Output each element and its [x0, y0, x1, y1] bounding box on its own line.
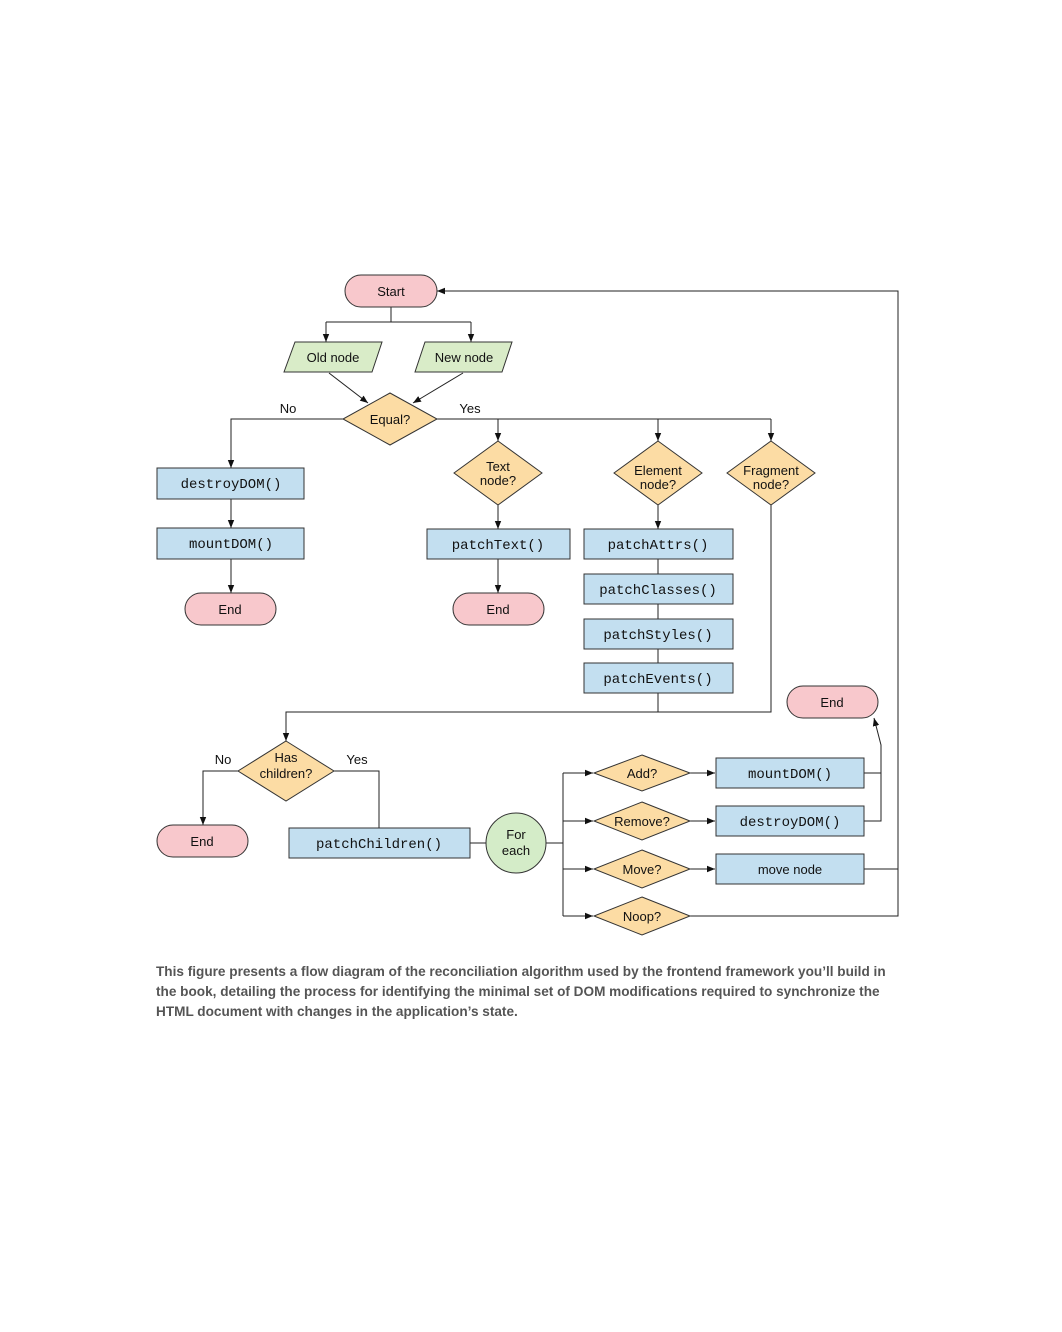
- move-label: Move?: [622, 862, 661, 877]
- patch-text-label: patchText(): [452, 538, 544, 554]
- has-children-label-2: children?: [260, 766, 313, 781]
- patch-children-label: patchChildren(): [316, 837, 442, 853]
- end-label-2: End: [486, 602, 509, 617]
- element-node-label-2: node?: [640, 477, 676, 492]
- text-node-decision: Text node?: [453, 440, 543, 506]
- patch-styles-process: patchStyles(): [583, 618, 734, 650]
- new-node-input: New node: [414, 341, 513, 373]
- end-terminal-1: End: [184, 592, 277, 626]
- patch-events-process: patchEvents(): [583, 662, 734, 694]
- new-node-label: New node: [435, 350, 494, 365]
- edge-new-node-to-equal: [412, 372, 464, 404]
- end-label-1: End: [218, 602, 241, 617]
- edge-actions-to-end: [864, 718, 881, 822]
- old-node-label: Old node: [307, 350, 360, 365]
- mount-dom-label-1: mountDOM(): [189, 537, 273, 553]
- end-terminal-4: End: [786, 685, 879, 719]
- edge-children-yes: [334, 770, 380, 828]
- move-node-label: move node: [758, 862, 822, 877]
- patch-events-label: patchEvents(): [603, 672, 712, 688]
- mount-dom-process-1: mountDOM(): [156, 527, 305, 560]
- end-label-3: End: [190, 834, 213, 849]
- edge-labels: No Yes No Yes: [215, 401, 481, 767]
- equal-decision: Equal?: [341, 392, 439, 446]
- end-terminal-3: End: [156, 824, 249, 858]
- edges: [199, 291, 899, 920]
- for-each-label-1: For: [506, 827, 526, 842]
- edge-equal-no: [227, 418, 343, 468]
- text-node-label-2: node?: [480, 473, 516, 488]
- add-label: Add?: [627, 766, 657, 781]
- equal-label: Equal?: [370, 412, 410, 427]
- for-each-loop: For each: [485, 812, 547, 874]
- remove-decision: Remove?: [592, 801, 692, 841]
- noop-label: Noop?: [623, 909, 661, 924]
- add-decision: Add?: [592, 754, 692, 792]
- end-label-4: End: [820, 695, 843, 710]
- children-yes-label: Yes: [346, 752, 368, 767]
- patch-classes-label: patchClasses(): [599, 583, 717, 599]
- destroy-dom-process-2: destroyDOM(): [715, 805, 865, 837]
- remove-label: Remove?: [614, 814, 670, 829]
- patch-text-process: patchText(): [426, 528, 571, 560]
- move-decision: Move?: [592, 849, 692, 889]
- equal-no-label: No: [280, 401, 297, 416]
- element-node-decision: Element node?: [613, 440, 703, 506]
- patch-classes-process: patchClasses(): [583, 573, 734, 605]
- end-terminal-2: End: [452, 592, 545, 626]
- patch-children-process: patchChildren(): [288, 827, 471, 859]
- for-each-label-2: each: [502, 843, 530, 858]
- edge-loop-back-to-start: [437, 291, 899, 917]
- edge-start-split: [326, 307, 471, 323]
- edge-children-no: [199, 770, 238, 825]
- has-children-decision: Has children?: [237, 740, 335, 802]
- edge-for-each-out: [546, 773, 564, 916]
- fragment-node-decision: Fragment node?: [726, 440, 816, 506]
- figure-caption: This figure presents a flow diagram of t…: [156, 964, 886, 1019]
- noop-decision: Noop?: [592, 896, 692, 936]
- element-node-label-1: Element: [634, 463, 682, 478]
- start-terminal: Start: [344, 274, 438, 308]
- mount-dom-process-2: mountDOM(): [715, 757, 865, 789]
- has-children-label-1: Has: [274, 750, 298, 765]
- fragment-node-label-2: node?: [753, 477, 789, 492]
- text-node-label-1: Text: [486, 459, 510, 474]
- start-label: Start: [377, 284, 405, 299]
- patch-attrs-label: patchAttrs(): [608, 538, 709, 554]
- patch-styles-label: patchStyles(): [603, 628, 712, 644]
- destroy-dom-label-1: destroyDOM(): [181, 477, 282, 493]
- destroy-dom-process-1: destroyDOM(): [156, 467, 305, 500]
- destroy-dom-label-2: destroyDOM(): [740, 815, 841, 831]
- mount-dom-label-2: mountDOM(): [748, 767, 832, 783]
- edge-old-node-to-equal: [328, 372, 369, 404]
- patch-attrs-process: patchAttrs(): [583, 528, 734, 560]
- old-node-input: Old node: [283, 341, 383, 373]
- equal-yes-label: Yes: [459, 401, 481, 416]
- edge-fragment-to-merge: [282, 505, 772, 741]
- fragment-node-label-1: Fragment: [743, 463, 799, 478]
- children-no-label: No: [215, 752, 232, 767]
- move-node-process: move node: [715, 853, 865, 885]
